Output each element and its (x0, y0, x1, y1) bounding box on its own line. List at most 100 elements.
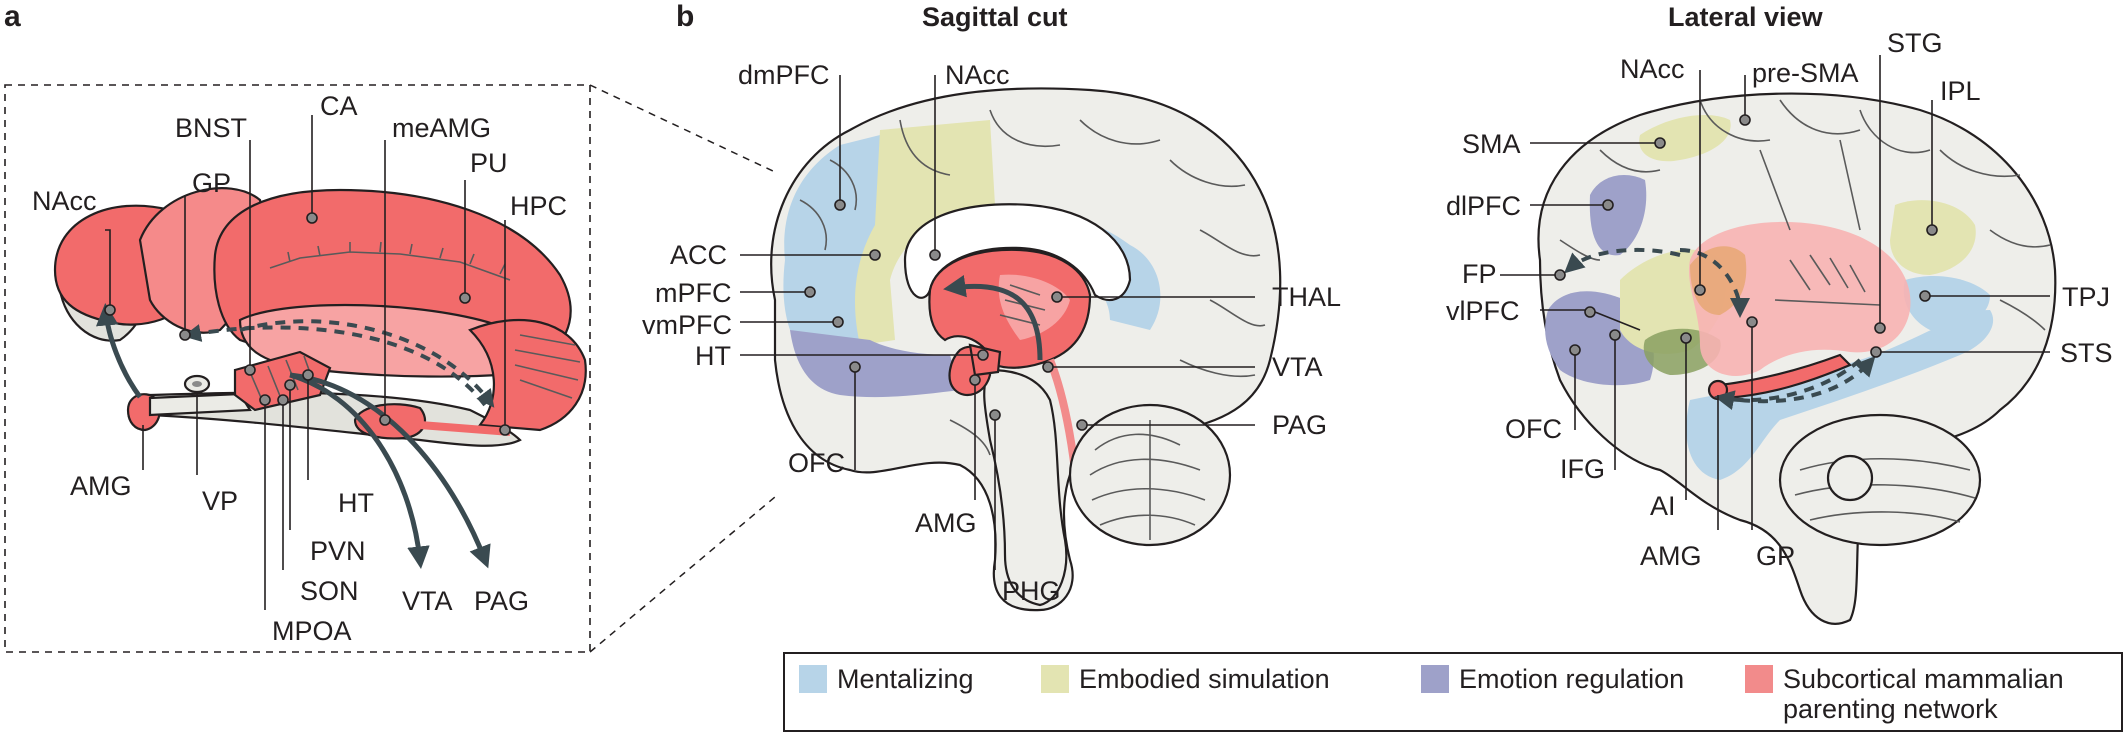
legend: Mentalizing Embodied simulation Emotion … (783, 652, 2123, 732)
label-a-meamg: meAMG (392, 113, 491, 143)
zoom-line-bottom (589, 496, 776, 653)
label-a-bnst: BNST (175, 113, 247, 143)
label-l-amg: AMG (1640, 541, 1702, 571)
dashed-arrow-hpc-to-gp (182, 324, 487, 407)
label-a-son: SON (300, 576, 359, 606)
lat-subcortical-ridges (1774, 254, 1881, 306)
hypothalamus-shape (233, 350, 332, 412)
legend-item-subcortical: Subcortical mammalian parenting network (1745, 664, 2115, 724)
label-s-vmpfc: vmPFC (642, 310, 732, 340)
dot-s-dmpfc (834, 199, 846, 211)
legend-swatch-mentalizing (799, 665, 827, 693)
dot-l-vlpfc (1584, 306, 1596, 318)
dot-a-gp (179, 329, 191, 341)
legend-swatch-embodied (1041, 665, 1069, 693)
dot-s-vmpfc (832, 316, 844, 328)
legend-item-embodied: Embodied simulation (1041, 664, 1330, 694)
lateral-cerebellum (1778, 413, 1982, 547)
sagittal-title: Sagittal cut (922, 2, 1068, 32)
label-l-tpj: TPJ (2062, 282, 2110, 312)
label-a-gp: GP (192, 168, 231, 198)
legend-label-mentalizing: Mentalizing (837, 664, 974, 694)
lat-dashed-arrow-to-fp (1564, 247, 1681, 274)
brainstem (983, 368, 1068, 607)
lateral-pons-circle (1826, 454, 1874, 502)
dot-l-ifg (1609, 329, 1621, 341)
dot-a-nacc (104, 304, 116, 316)
panel-a: a (4, 0, 776, 653)
dot-l-sma (1654, 137, 1666, 149)
lateral-cerebellum-folia (1794, 457, 1976, 523)
label-s-thal: THAL (1272, 282, 1341, 312)
ventral-pallidum-shape (148, 392, 252, 417)
dot-s-phg (989, 409, 1001, 421)
label-s-dmpfc: dmPFC (738, 60, 830, 90)
leader-a-nacc (105, 229, 111, 310)
label-s-vta: VTA (1272, 352, 1323, 382)
dot-a-ca (306, 212, 318, 224)
lat-dashed-arrow-amg-to-sts (1739, 356, 1876, 404)
arrow-ht-to-pag (289, 372, 491, 569)
label-s-ht: HT (695, 341, 731, 371)
label-l-dlpfc: dlPFC (1446, 191, 1521, 221)
label-a-pu: PU (470, 148, 508, 178)
panel-b-sagittal: b Sagittal cut (642, 0, 1341, 612)
label-l-ipl: IPL (1940, 76, 1981, 106)
sagittal-gyri (799, 109, 1266, 456)
dot-a-mpoa (259, 394, 271, 406)
legend-label-emotion: Emotion regulation (1459, 664, 1685, 694)
lat-dashed-arrow-sts-to-amg (1714, 358, 1862, 411)
cerebellum-folia (1089, 420, 1206, 540)
vp-node-inner (192, 381, 202, 387)
label-s-amg: AMG (915, 508, 977, 538)
label-l-stg: STG (1887, 28, 1943, 58)
dot-l-ofc (1569, 344, 1581, 356)
lat-embodied-ipl (1890, 200, 1976, 275)
label-a-amg: AMG (70, 471, 132, 501)
label-a-nacc: NAcc (32, 186, 97, 216)
lat-embodied-sma (1639, 115, 1731, 162)
arrow-amg-to-nacc (95, 303, 143, 399)
hippocampus-ridges (514, 334, 581, 399)
legend-swatch-subcortical (1745, 665, 1773, 693)
dot-s-nacc (929, 249, 941, 261)
dot-l-presma (1739, 114, 1751, 126)
label-a-mpoa: MPOA (272, 616, 352, 646)
label-s-mpfc: mPFC (655, 278, 732, 308)
dot-a-son (277, 394, 289, 406)
dot-a-ht (302, 369, 314, 381)
dot-s-vta (1042, 361, 1054, 373)
label-a-ht: HT (338, 488, 374, 518)
label-l-fp: FP (1462, 259, 1497, 289)
dot-l-ipl (1926, 224, 1938, 236)
label-s-acc: ACC (670, 240, 727, 270)
tail-connector (419, 421, 511, 436)
label-s-nacc: NAcc (945, 60, 1010, 90)
dot-a-bnst (244, 364, 256, 376)
panel-letter-a: a (4, 0, 21, 33)
label-l-nacc: NAcc (1620, 54, 1685, 84)
label-l-vlpfc: vlPFC (1446, 296, 1520, 326)
sag-embodied-cingulate (855, 120, 995, 345)
caudate-striations (269, 241, 511, 281)
dot-l-nacc (1694, 284, 1706, 296)
dot-l-stg (1874, 322, 1886, 334)
dot-l-sts (1870, 346, 1882, 358)
hippocampus-shape (468, 318, 587, 432)
lateral-title: Lateral view (1668, 2, 1824, 32)
label-l-ifg: IFG (1560, 454, 1605, 484)
label-a-vp: VP (202, 486, 238, 516)
sag-arrow-vta-to-nacc (943, 275, 1043, 361)
lat-emotion-dlpfc (1589, 175, 1647, 256)
dot-s-mpfc (804, 286, 816, 298)
dot-s-thal (1051, 291, 1063, 303)
dot-a-hpc (499, 424, 511, 436)
dashed-arrow-gp-to-hpc (239, 319, 495, 408)
dot-s-acc (869, 249, 881, 261)
label-l-sts: STS (2060, 338, 2113, 368)
legend-item-emotion: Emotion regulation (1421, 664, 1684, 694)
dot-s-ofc (849, 361, 861, 373)
label-s-phg: PHG (1002, 576, 1061, 606)
dot-l-tpj (1919, 290, 1931, 302)
label-l-ofc: OFC (1505, 414, 1562, 444)
